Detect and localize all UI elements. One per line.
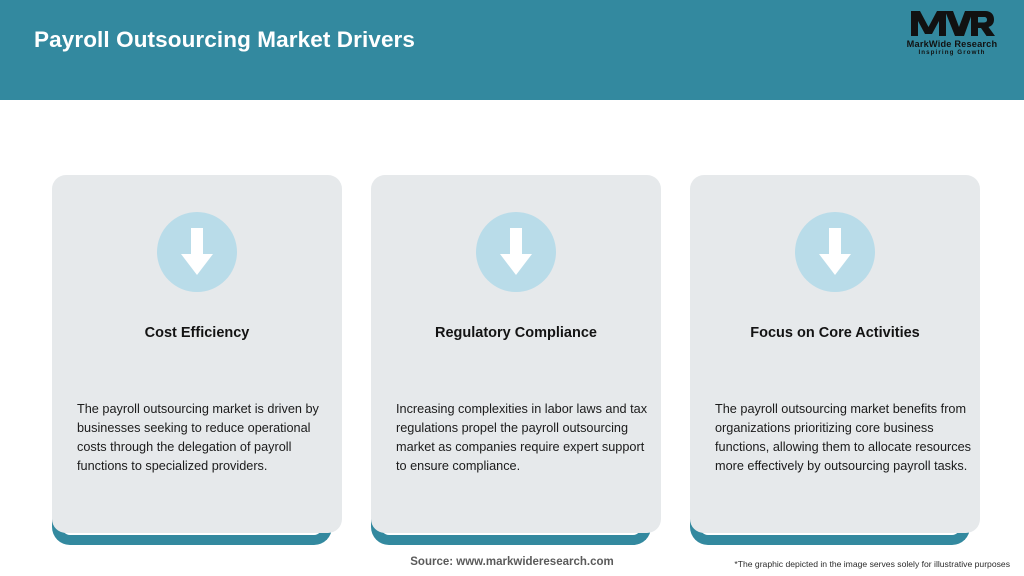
- driver-card-group: Regulatory Compliance Increasing complex…: [351, 100, 671, 546]
- page-title: Payroll Outsourcing Market Drivers: [34, 27, 416, 52]
- logo-tagline: Inspiring Growth: [918, 49, 986, 56]
- header-bar: [0, 0, 1024, 100]
- disclaimer-note: *The graphic depicted in the image serve…: [734, 559, 1010, 569]
- driver-card[interactable]: Cost Efficiency The payroll outsourcing …: [52, 175, 342, 533]
- driver-card-group: Focus on Core Activities The payroll out…: [670, 100, 990, 546]
- logo-company-name: MarkWide Research: [906, 39, 998, 49]
- card-heading: Regulatory Compliance: [435, 325, 597, 341]
- card-body-text: Increasing complexities in labor laws an…: [396, 402, 648, 473]
- source-note: Source: www.markwideresearch.com: [410, 556, 614, 568]
- drivers-card-row: Cost Efficiency The payroll outsourcing …: [0, 100, 1024, 546]
- card-body-text: The payroll outsourcing market benefits …: [715, 402, 971, 473]
- card-body-text: The payroll outsourcing market is driven…: [77, 402, 319, 473]
- driver-card-group: Cost Efficiency The payroll outsourcing …: [32, 100, 352, 546]
- down-arrow-icon: [157, 212, 237, 292]
- card-heading: Focus on Core Activities: [750, 325, 920, 341]
- down-arrow-icon: [476, 212, 556, 292]
- driver-card[interactable]: Focus on Core Activities The payroll out…: [690, 175, 980, 533]
- mwr-monogram-icon: [911, 11, 995, 36]
- card-heading: Cost Efficiency: [144, 325, 250, 341]
- down-arrow-icon: [795, 212, 875, 292]
- driver-card[interactable]: Regulatory Compliance Increasing complex…: [371, 175, 661, 533]
- brand-logo: MarkWide Research Inspiring Growth: [898, 8, 1006, 62]
